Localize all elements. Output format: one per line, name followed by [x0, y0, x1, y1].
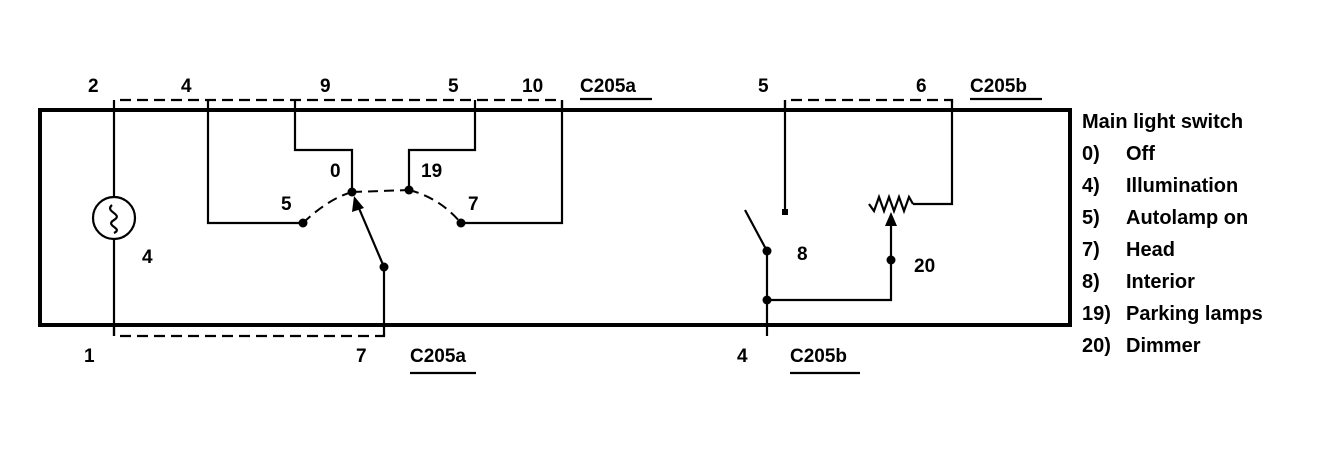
lamp-filament [109, 204, 118, 234]
legend-item-description: Illumination [1126, 175, 1239, 197]
legend-item: 0) Off [1082, 140, 1317, 172]
pin-label: 5 [448, 76, 459, 97]
pin-label: 7 [356, 346, 367, 367]
connector-label-c205a-top: C205a [580, 76, 636, 97]
legend-item-description: Autolamp on [1126, 207, 1249, 229]
pin-label: 10 [522, 76, 543, 97]
wire-pin9-off [293, 100, 354, 192]
dimmer-resistor-icon [868, 193, 914, 215]
legend-item-description: Off [1126, 143, 1155, 165]
contact-head [456, 218, 466, 228]
legend-item-number: 19) [1082, 303, 1111, 325]
wire-pin6-dimmer [913, 100, 954, 206]
legend-item-description: Interior [1126, 271, 1195, 293]
switch-wiper-arm [356, 205, 386, 268]
pin-label: 1 [84, 346, 95, 367]
pin-label: 9 [320, 76, 331, 97]
legend-item: 4) Illumination [1082, 172, 1317, 204]
pin-label: 6 [916, 76, 927, 97]
pin-label: 4 [737, 346, 748, 367]
switch-wiper-arrowhead [352, 196, 364, 212]
legend-item: 8) Interior [1082, 268, 1317, 300]
pin-label: 2 [88, 76, 99, 97]
legend-item-number: 0) [1082, 143, 1100, 165]
switch-position-autolamp-label: 5 [281, 194, 292, 215]
legend: Main light switch 0) Off 4) Illumination… [1082, 108, 1317, 364]
switch-position-off-label: 0 [330, 161, 341, 182]
legend-item: 20) Dimmer [1082, 332, 1317, 364]
wire-pin10-head [461, 100, 564, 225]
lamp-label: 4 [142, 247, 153, 268]
legend-item-number: 5) [1082, 207, 1100, 229]
legend-title: Main light switch [1082, 111, 1244, 133]
switch-housing [38, 108, 1072, 327]
wire-pin4-autolamp [206, 100, 303, 225]
connector-label-c205a-bottom: C205a [410, 346, 466, 367]
legend-item-number: 8) [1082, 271, 1100, 293]
pin-label: 5 [758, 76, 769, 97]
interior-switch-contact [782, 209, 788, 215]
wire-pin5-parking [407, 100, 477, 190]
legend-item-description: Parking lamps [1126, 303, 1263, 325]
legend-item-description: Head [1126, 239, 1175, 261]
legend-item: 19) Parking lamps [1082, 300, 1317, 332]
interior-label: 8 [797, 244, 808, 265]
interior-switch-blade [744, 209, 768, 252]
switch-travel-arc [302, 189, 462, 224]
legend-item-description: Dimmer [1126, 335, 1201, 357]
wire-dimmer-ground [767, 260, 893, 302]
legend-item: 7) Head [1082, 236, 1317, 268]
pin-label: 4 [181, 76, 192, 97]
legend-item: 5) Autolamp on [1082, 204, 1317, 236]
switch-position-parking-label: 19 [421, 161, 442, 182]
dimmer-label: 20 [914, 256, 935, 277]
dimmer-wiper-arrowhead [885, 212, 897, 226]
switch-travel-arc-middle [351, 189, 410, 193]
connector-label-c205b-top: C205b [970, 76, 1027, 97]
legend-item-number: 20) [1082, 335, 1111, 357]
switch-position-head-label: 7 [468, 194, 479, 215]
connector-label-c205b-bottom: C205b [790, 346, 847, 367]
legend-item-number: 4) [1082, 175, 1100, 197]
legend-item-number: 7) [1082, 239, 1100, 261]
